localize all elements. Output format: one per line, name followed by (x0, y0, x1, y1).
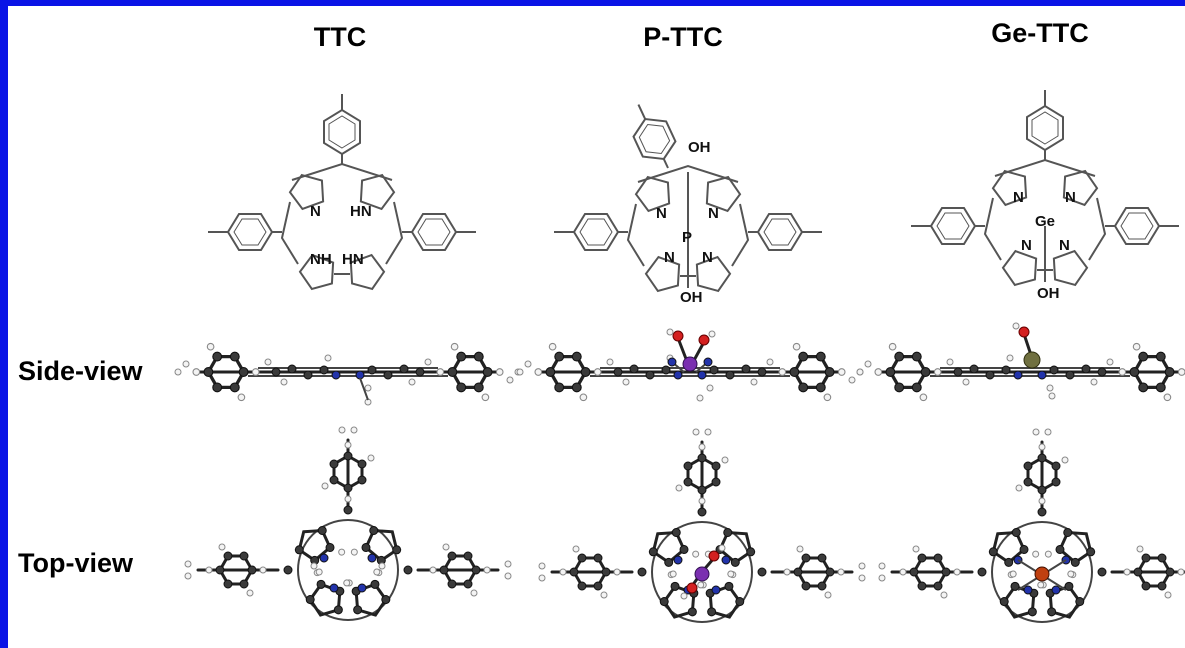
column-title-p-ttc: P-TTC (643, 22, 722, 52)
atom-label-ge: Ge (1035, 213, 1055, 230)
atom-label-oh-top: OH (688, 139, 711, 156)
structure-ge-ttc: OH Ge N N N N (911, 89, 1180, 302)
side-view-p-ttc (517, 328, 863, 401)
atom-label-n-4: N (1059, 237, 1070, 254)
atom-label-n-4: N (702, 249, 713, 266)
side-view-ttc (175, 343, 521, 406)
atom-label-p: P (682, 229, 692, 246)
atom-label-n-1: N (1013, 189, 1024, 206)
top-view-ge-ttc (879, 429, 1185, 624)
atom-label-n-1: N (656, 205, 667, 222)
side-view-ge-ttc (857, 322, 1185, 401)
atom-label-n-2: N (1065, 189, 1076, 206)
column-title-ttc: TTC (314, 22, 366, 52)
atom-label-hn-bottom: HN (342, 251, 364, 268)
atom-label-n: N (310, 203, 321, 220)
atom-label-hn-top: HN (350, 203, 372, 220)
atom-label-oh-bottom: OH (1037, 285, 1060, 302)
structure-p-ttc: OH OH P N N N N (554, 95, 823, 306)
row-label-top-view: Top-view (18, 548, 134, 578)
top-view-p-ttc (539, 429, 865, 624)
atom-label-nh: NH (310, 251, 332, 268)
row-label-side-view: Side-view (18, 356, 144, 386)
top-view-ttc (185, 427, 511, 622)
column-title-ge-ttc: Ge-TTC (991, 18, 1089, 48)
structure-ttc: N HN NH HN (208, 93, 477, 295)
atom-label-n-2: N (708, 205, 719, 222)
atom-label-n-3: N (1021, 237, 1032, 254)
atom-label-n-3: N (664, 249, 675, 266)
atom-label-oh-bottom: OH (680, 289, 703, 306)
